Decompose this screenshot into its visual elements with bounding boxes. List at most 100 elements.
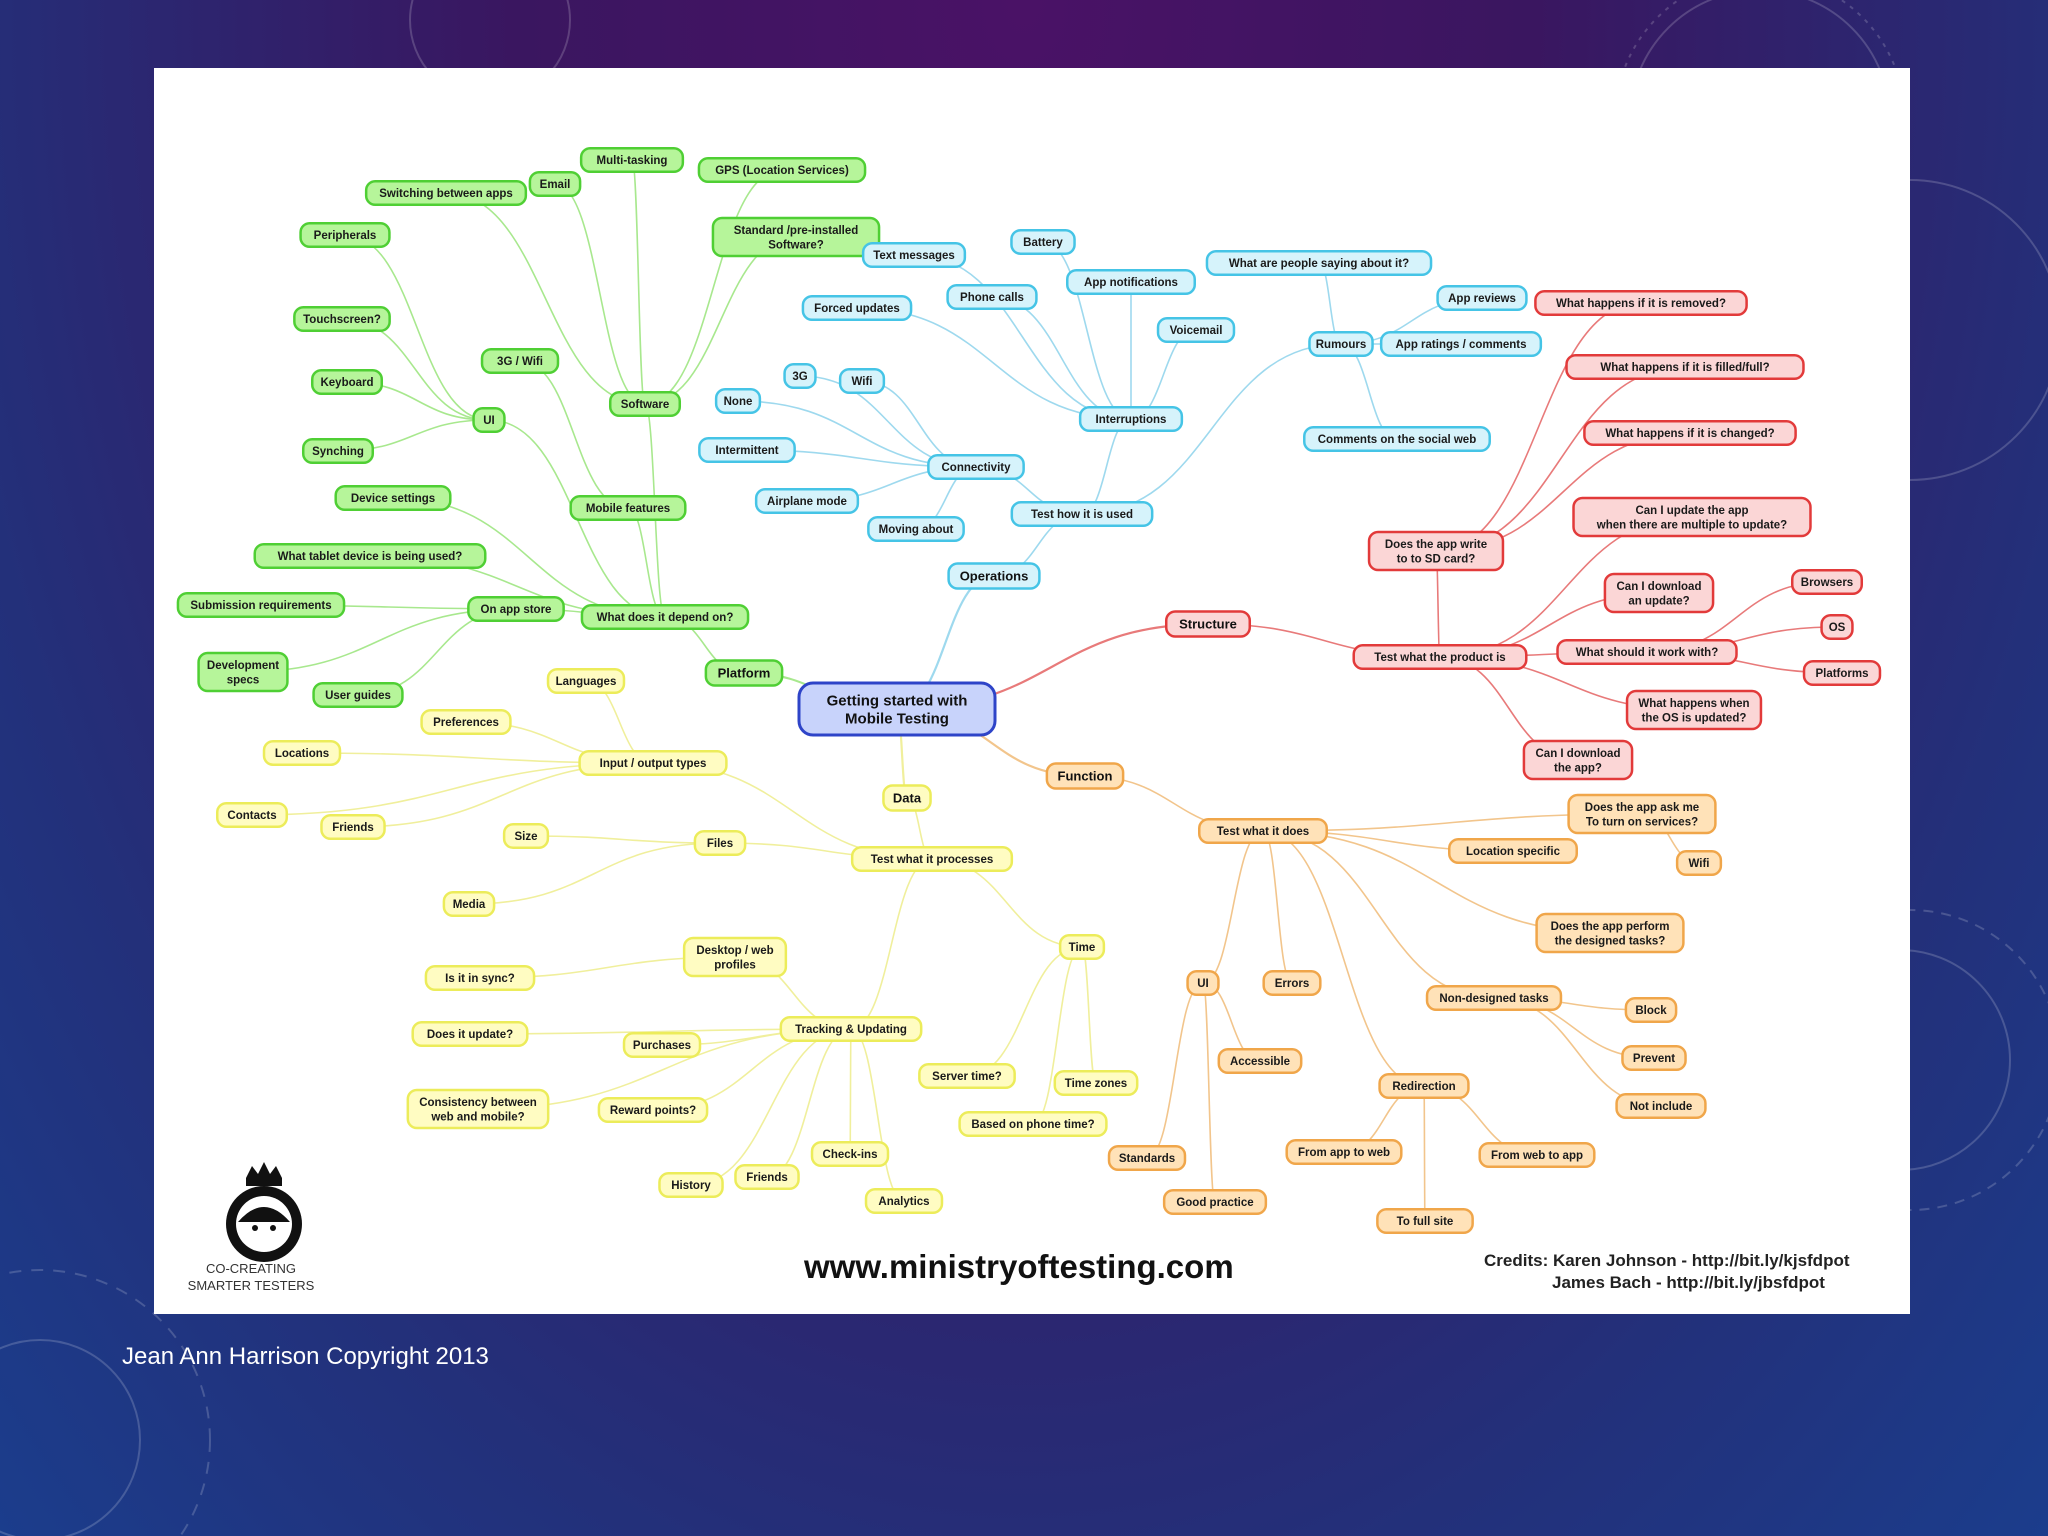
map-node-keyboard: Keyboard	[310, 369, 384, 395]
svg-text:Wifi: Wifi	[852, 376, 873, 388]
map-node-threeg-wifi: 3G / Wifi	[480, 348, 560, 374]
svg-text:Reward points?: Reward points?	[610, 1105, 696, 1117]
map-node-interruptions: Interruptions	[1078, 406, 1184, 432]
map-node-switching: Switching between apps	[364, 180, 528, 206]
svg-text:Moving about: Moving about	[879, 524, 954, 536]
svg-text:Wifi: Wifi	[1689, 858, 1710, 870]
map-edge	[856, 307, 1132, 420]
map-node-tracking: Tracking & Updating	[779, 1016, 923, 1042]
svg-text:Good practice: Good practice	[1176, 1197, 1253, 1209]
svg-text:Time: Time	[1069, 942, 1096, 954]
map-node-filled: What happens if it is filled/full?	[1565, 354, 1805, 380]
map-node-browsers: Browsers	[1790, 569, 1864, 595]
svg-text:Airplane mode: Airplane mode	[767, 496, 847, 508]
map-edge	[627, 507, 666, 618]
map-node-errors: Errors	[1262, 970, 1322, 996]
map-node-connectivity: Connectivity	[927, 454, 1025, 480]
svg-text:Interruptions: Interruptions	[1096, 414, 1167, 426]
map-edge	[1081, 946, 1097, 1084]
svg-text:Test what it does: Test what it does	[1217, 826, 1309, 838]
svg-text:Test how it is used: Test how it is used	[1031, 509, 1133, 521]
map-edge	[1202, 982, 1216, 1203]
svg-text:Check-ins: Check-ins	[823, 1149, 878, 1161]
svg-text:Standards: Standards	[1119, 1153, 1175, 1165]
svg-text:Friends: Friends	[332, 822, 374, 834]
svg-text:Battery: Battery	[1023, 237, 1063, 249]
svg-text:Intermittent: Intermittent	[715, 445, 778, 457]
svg-text:Accessible: Accessible	[1230, 1056, 1290, 1068]
svg-text:Device settings: Device settings	[351, 493, 435, 505]
map-node-phone-time: Based on phone time?	[958, 1111, 1108, 1137]
svg-text:What does it depend on?: What does it depend on?	[597, 612, 734, 624]
map-node-time: Time	[1058, 934, 1106, 960]
map-node-removed: What happens if it is removed?	[1534, 290, 1748, 316]
svg-text:Email: Email	[540, 179, 571, 191]
svg-text:Synching: Synching	[312, 446, 364, 458]
svg-text:What happens if it is changed?: What happens if it is changed?	[1605, 428, 1774, 440]
svg-text:Server time?: Server time?	[932, 1071, 1002, 1083]
map-edge	[631, 159, 646, 405]
map-node-software: Software	[608, 391, 682, 417]
map-node-ui-p: UI	[472, 407, 506, 433]
svg-text:Operations: Operations	[960, 569, 1029, 584]
map-node-synching: Synching	[301, 438, 375, 464]
map-node-moving: Moving about	[867, 516, 965, 542]
map-node-standards: Standards	[1107, 1145, 1187, 1171]
svg-text:Location specific: Location specific	[1466, 846, 1561, 858]
map-node-gps: GPS (Location Services)	[697, 157, 867, 183]
map-node-submission: Submission requirements	[176, 592, 346, 618]
svg-text:Rumours: Rumours	[1316, 339, 1366, 351]
svg-text:Platforms: Platforms	[1815, 668, 1868, 680]
svg-text:On app store: On app store	[481, 604, 552, 616]
website-url[interactable]: www.ministryoftesting.com	[804, 1248, 1234, 1285]
map-node-test-how: Test how it is used	[1010, 501, 1154, 527]
svg-text:What are people saying about i: What are people saying about it?	[1229, 258, 1409, 270]
map-node-work-with: What should it work with?	[1556, 639, 1738, 665]
map-edge	[1032, 946, 1083, 1125]
svg-text:From app to web: From app to web	[1298, 1147, 1390, 1159]
svg-text:Platform: Platform	[718, 666, 771, 681]
map-node-app-to-web: From app to web	[1285, 1139, 1403, 1165]
map-node-test-does: Test what it does	[1198, 818, 1328, 844]
svg-text:Purchases: Purchases	[633, 1040, 691, 1052]
map-node-forced: Forced updates	[801, 295, 913, 321]
svg-text:Friends: Friends	[746, 1172, 788, 1184]
map-node-block: Block	[1624, 997, 1678, 1023]
svg-text:Redirection: Redirection	[1392, 1081, 1455, 1093]
svg-text:What happens if it is removed?: What happens if it is removed?	[1556, 298, 1726, 310]
logo-tagline: CO-CREATING SMARTER TESTERS	[176, 1260, 326, 1294]
map-node-tablet-device: What tablet device is being used?	[253, 543, 487, 569]
map-node-does-update: Does it update?	[411, 1021, 529, 1047]
map-node-app-reviews: App reviews	[1436, 285, 1528, 311]
map-node-text-msgs: Text messages	[861, 242, 967, 268]
svg-text:Voicemail: Voicemail	[1170, 325, 1223, 337]
svg-text:Size: Size	[514, 831, 537, 843]
map-node-function: Function	[1045, 762, 1125, 790]
credits-line-1: Credits: Karen Johnson - http://bit.ly/k…	[1484, 1251, 1850, 1270]
svg-text:Analytics: Analytics	[878, 1196, 929, 1208]
map-node-friends-t: Friends	[734, 1164, 800, 1190]
credits-line-2: James Bach - http://bit.ly/jbsfdpot	[1552, 1273, 1825, 1292]
svg-text:Is it in sync?: Is it in sync?	[445, 973, 515, 985]
svg-text:Text messages: Text messages	[873, 250, 955, 262]
svg-text:App notifications: App notifications	[1084, 277, 1178, 289]
map-node-app-ratings: App ratings / comments	[1379, 331, 1543, 357]
map-node-email: Email	[528, 171, 582, 197]
svg-text:Media: Media	[453, 899, 486, 911]
map-node-not-include: Not include	[1615, 1093, 1707, 1119]
svg-text:Peripherals: Peripherals	[314, 230, 377, 242]
svg-text:Switching between apps: Switching between apps	[379, 188, 513, 200]
map-node-location-specific: Location specific	[1448, 838, 1578, 864]
svg-text:Forced updates: Forced updates	[814, 303, 900, 315]
svg-text:Block: Block	[1635, 1005, 1667, 1017]
map-node-ui-f: UI	[1186, 970, 1220, 996]
map-edge	[554, 183, 646, 405]
map-edge	[850, 1028, 905, 1202]
map-node-friends-io: Friends	[320, 814, 386, 840]
map-node-wifi-f: Wifi	[1675, 850, 1723, 876]
